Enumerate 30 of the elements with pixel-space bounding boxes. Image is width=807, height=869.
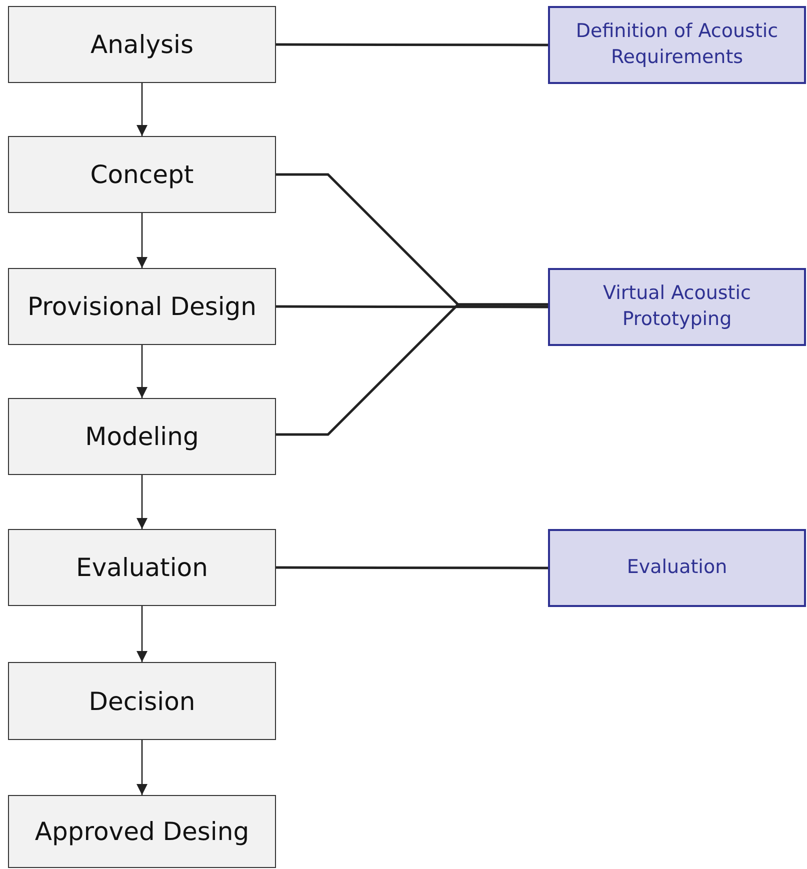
process-box	[8, 795, 276, 868]
box-label: Evaluation	[626, 555, 728, 580]
activity-box	[548, 268, 806, 346]
arrow	[136, 475, 148, 529]
arrow	[136, 345, 148, 398]
box-label: Modeling	[85, 422, 199, 451]
box-label: Virtual Acoustic Prototyping	[602, 281, 752, 332]
connector-line	[276, 43, 548, 46]
box-label: Decision	[88, 686, 196, 716]
process-box	[8, 398, 276, 475]
process-box	[8, 662, 276, 740]
process-box	[8, 136, 276, 213]
arrow	[136, 606, 148, 662]
box-label: Approved Desing	[34, 817, 250, 846]
box-label: Evaluation	[76, 553, 208, 582]
arrow	[136, 213, 148, 268]
process-box	[8, 6, 276, 83]
arrow	[136, 740, 148, 795]
box-label: Provisional Design	[27, 292, 257, 321]
arrow	[136, 83, 148, 136]
connector-line	[276, 566, 548, 570]
activity-box	[548, 6, 806, 84]
box-label: Analysis	[90, 30, 194, 59]
activity-box	[548, 529, 806, 607]
connector-line	[276, 305, 548, 308]
process-box	[8, 529, 276, 606]
box-label: Definition of Acoustic Requirements	[574, 19, 780, 70]
connector-line	[276, 303, 548, 436]
box-label: Concept	[90, 160, 194, 189]
process-box	[8, 268, 276, 345]
